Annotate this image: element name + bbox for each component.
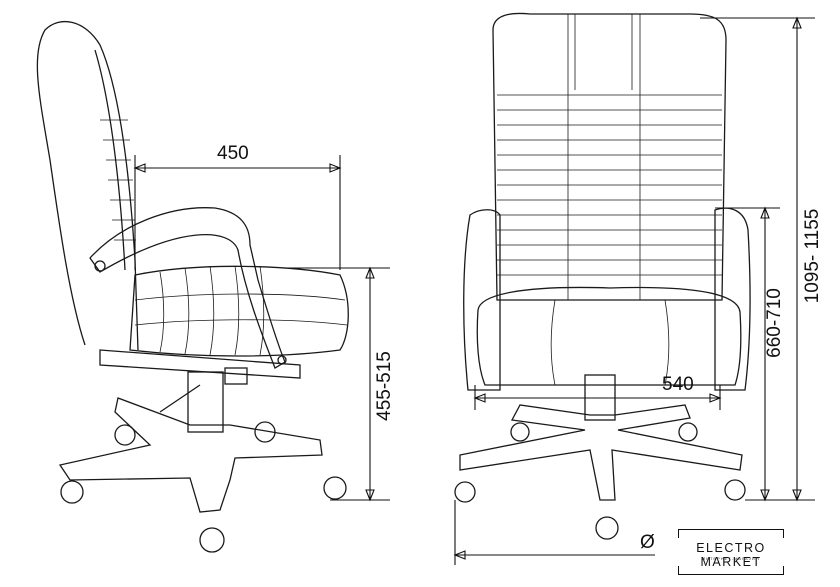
logo-subtitle: ИНТЕРНЕТ-МАГАЗИН [702,556,760,561]
side-backrest [36,21,139,351]
front-right-armrest [714,207,751,391]
base-diameter-label: Ø [640,532,655,553]
seat-height-label: 455-515 [374,351,395,421]
seat-width-label: 540 [662,374,694,395]
front-casters [454,422,746,540]
total-height-label: 1095- 1155 [802,208,823,304]
electro-market-logo: ELECTRO MARKET ИНТЕРНЕТ-МАГАЗИН [672,529,790,575]
logo-bracket-top [678,529,784,538]
front-view-chair [454,12,751,540]
side-seat [129,265,349,357]
side-armrest [89,207,286,369]
front-backrest [492,12,727,301]
side-view-chair [36,21,349,553]
front-base [459,404,743,501]
front-left-armrest [463,209,501,391]
side-casters [60,421,347,553]
logo-name: ELECTRO MARKET [696,541,766,569]
armrest-height-label: 660-710 [764,288,785,358]
side-gas-lift [187,371,224,433]
logo-bracket-bottom [678,566,784,575]
dimension-lines [133,16,815,565]
front-seat [476,286,742,386]
side-base [58,397,323,513]
seat-depth-label: 450 [217,143,249,164]
